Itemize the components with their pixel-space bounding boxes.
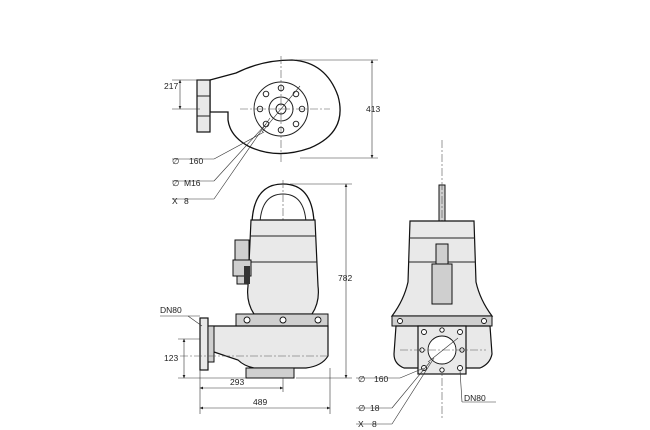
label-dn80-side: DN80 bbox=[160, 305, 182, 315]
side-view: 782 123 293 489 bbox=[160, 180, 352, 414]
dim-123: 123 bbox=[164, 353, 178, 363]
side-view-motor bbox=[247, 219, 319, 315]
top-view-volute bbox=[209, 59, 341, 155]
top-view-bolt-holes bbox=[256, 84, 306, 134]
dim-782: 782 bbox=[338, 273, 352, 283]
dim-413: 413 bbox=[366, 104, 380, 114]
dim-hole-front: 18 bbox=[370, 403, 380, 413]
label-dn80-front: DN80 bbox=[464, 393, 486, 403]
front-view-labels: ∅ 160 ∅ 18 X 8 DN80 bbox=[358, 374, 486, 429]
multiply-symbol: X bbox=[172, 196, 178, 206]
side-view-cable-entry bbox=[234, 239, 250, 261]
front-view bbox=[356, 140, 496, 425]
dim-217: 217 bbox=[164, 81, 178, 91]
front-view-cable-entry bbox=[435, 243, 449, 265]
dim-293: 293 bbox=[230, 377, 244, 387]
dim-bolt-circle-top: 160 bbox=[189, 156, 203, 166]
diameter-symbol: ∅ bbox=[358, 374, 366, 384]
dim-bolt-count-front: 8 bbox=[372, 419, 377, 429]
dim-489: 489 bbox=[253, 397, 267, 407]
front-view-clamp bbox=[391, 315, 493, 327]
diameter-symbol: ∅ bbox=[172, 156, 180, 166]
side-view-volute bbox=[209, 325, 329, 369]
dim-bolt-count-top: 8 bbox=[184, 196, 189, 206]
side-view-outlet-flange bbox=[199, 317, 209, 371]
dim-thread-top: M16 bbox=[184, 178, 201, 188]
top-view-outlet-flange bbox=[196, 79, 211, 133]
side-view-foot bbox=[245, 367, 295, 379]
diameter-symbol: ∅ bbox=[358, 403, 366, 413]
dim-bolt-circle-front: 160 bbox=[374, 374, 388, 384]
side-view-handle bbox=[251, 183, 315, 223]
top-view-labels: ∅ 160 ∅ M16 X 8 bbox=[172, 156, 203, 206]
diameter-symbol: ∅ bbox=[172, 178, 180, 188]
top-view: 217 413 bbox=[164, 56, 380, 200]
multiply-symbol: X bbox=[358, 419, 364, 429]
